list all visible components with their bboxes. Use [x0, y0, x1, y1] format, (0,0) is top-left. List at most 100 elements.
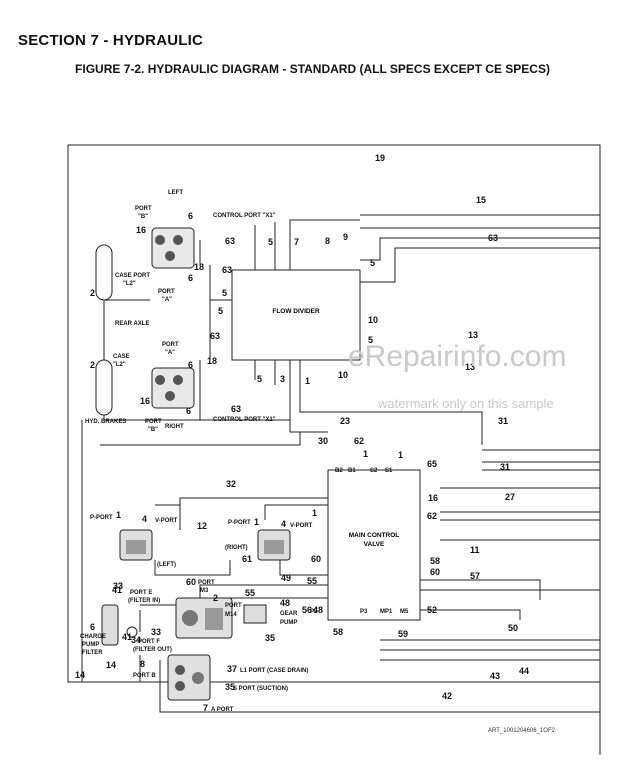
svg-text:PORT: PORT [158, 289, 175, 295]
svg-text:"L2": "L2" [123, 281, 136, 287]
svg-text:63: 63 [222, 265, 232, 275]
svg-text:57: 57 [470, 571, 480, 581]
svg-text:62: 62 [427, 511, 437, 521]
label-p-port-left: P-PORT [90, 515, 113, 521]
svg-text:50: 50 [508, 623, 518, 633]
svg-text:(FILTER IN): (FILTER IN) [128, 598, 160, 604]
svg-text:2: 2 [213, 593, 218, 603]
svg-text:14: 14 [75, 670, 85, 680]
label-control-port-x1-b: CONTROL PORT "X1" [213, 417, 276, 423]
main-pump [175, 597, 233, 639]
svg-text:34: 34 [131, 635, 141, 645]
svg-text:63: 63 [210, 331, 220, 341]
svg-text:4: 4 [281, 519, 286, 529]
svg-text:5: 5 [370, 258, 375, 268]
charge-pump [167, 654, 211, 701]
svg-text:S1: S1 [385, 468, 393, 474]
svg-text:"L2": "L2" [113, 362, 126, 368]
svg-text:3: 3 [280, 374, 285, 384]
label-rear-axle: REAR AXLE [115, 321, 149, 327]
svg-text:27: 27 [505, 492, 515, 502]
svg-text:19: 19 [375, 153, 385, 163]
svg-text:CASE: CASE [113, 354, 130, 360]
svg-text:5: 5 [257, 374, 262, 384]
svg-text:33: 33 [151, 627, 161, 637]
svg-text:43: 43 [490, 671, 500, 681]
control-valve-left [151, 227, 195, 269]
svg-text:44: 44 [519, 666, 529, 676]
svg-text:6: 6 [188, 273, 193, 283]
svg-text:PORT: PORT [198, 580, 215, 586]
svg-text:(FILTER OUT): (FILTER OUT) [133, 647, 172, 653]
label-right: RIGHT [165, 424, 184, 430]
label-s-port: S PORT (SUCTION) [233, 686, 288, 692]
svg-text:16: 16 [136, 225, 146, 235]
svg-text:7: 7 [294, 237, 299, 247]
watermark-note: watermark only on this sample [378, 396, 554, 411]
svg-text:"B": "B" [138, 214, 148, 220]
label-v-port-right: V-PORT [290, 523, 313, 529]
drive-motor-left [119, 529, 153, 561]
svg-text:CHARGE: CHARGE [80, 634, 106, 640]
svg-text:PORT F: PORT F [138, 639, 160, 645]
svg-text:M3: M3 [200, 588, 209, 594]
svg-text:16: 16 [428, 493, 438, 503]
svg-text:FILTER: FILTER [82, 650, 103, 656]
svg-text:P2: P2 [310, 609, 318, 615]
svg-text:32: 32 [226, 479, 236, 489]
svg-text:58: 58 [430, 556, 440, 566]
control-valve-right [151, 367, 195, 409]
svg-text:61: 61 [242, 554, 252, 564]
flow-divider-label: FLOW DIVIDER [272, 308, 320, 315]
svg-text:18: 18 [207, 356, 217, 366]
svg-text:62: 62 [354, 436, 364, 446]
main-control-valve-label-1: MAIN CONTROL [349, 532, 400, 539]
svg-text:10: 10 [338, 370, 348, 380]
svg-text:48: 48 [280, 598, 290, 608]
svg-text:"A": "A" [162, 297, 172, 303]
label-hyd-brakes: HYD. BRAKES [85, 419, 126, 425]
svg-text:P3: P3 [360, 609, 368, 615]
svg-text:PUMP: PUMP [280, 620, 297, 626]
svg-text:2: 2 [90, 288, 95, 298]
svg-text:18: 18 [194, 262, 204, 272]
art-number: ART_1001204606_1OF2 [488, 728, 555, 734]
svg-text:PORT: PORT [145, 419, 162, 425]
svg-text:63: 63 [488, 233, 498, 243]
svg-text:6: 6 [188, 360, 193, 370]
svg-text:55: 55 [307, 576, 317, 586]
svg-text:31: 31 [498, 416, 508, 426]
watermark-site: eRepairinfo.com [348, 340, 567, 373]
svg-text:M5: M5 [400, 609, 409, 615]
svg-text:58: 58 [333, 627, 343, 637]
svg-text:11: 11 [470, 545, 480, 555]
svg-text:5: 5 [218, 306, 223, 316]
svg-text:13: 13 [465, 362, 475, 372]
svg-text:23: 23 [340, 416, 350, 426]
svg-text:1: 1 [305, 376, 310, 386]
svg-text:PORT: PORT [162, 342, 179, 348]
svg-text:55: 55 [245, 588, 255, 598]
svg-text:M14: M14 [225, 612, 237, 618]
svg-text:5: 5 [222, 288, 227, 298]
svg-text:33: 33 [113, 581, 123, 591]
brake-cylinder-bottom [95, 359, 113, 416]
pressure-gauge-icon [126, 626, 138, 638]
label-a-port: A PORT [211, 707, 234, 713]
svg-text:"B": "B" [148, 427, 158, 433]
svg-text:B2: B2 [335, 468, 343, 474]
svg-text:B1: B1 [348, 468, 356, 474]
label-motor-right: (RIGHT) [225, 545, 248, 551]
main-control-valve [327, 469, 421, 621]
svg-text:30: 30 [318, 436, 328, 446]
svg-text:12: 12 [197, 521, 207, 531]
brake-cylinder-top [95, 244, 113, 301]
svg-text:41: 41 [122, 632, 132, 642]
svg-text:"A": "A" [165, 350, 175, 356]
gear-pump [243, 604, 267, 624]
flow-divider [231, 269, 361, 361]
svg-text:1: 1 [116, 510, 121, 520]
svg-text:1: 1 [363, 449, 368, 459]
svg-text:6: 6 [90, 622, 95, 632]
svg-text:63: 63 [231, 404, 241, 414]
